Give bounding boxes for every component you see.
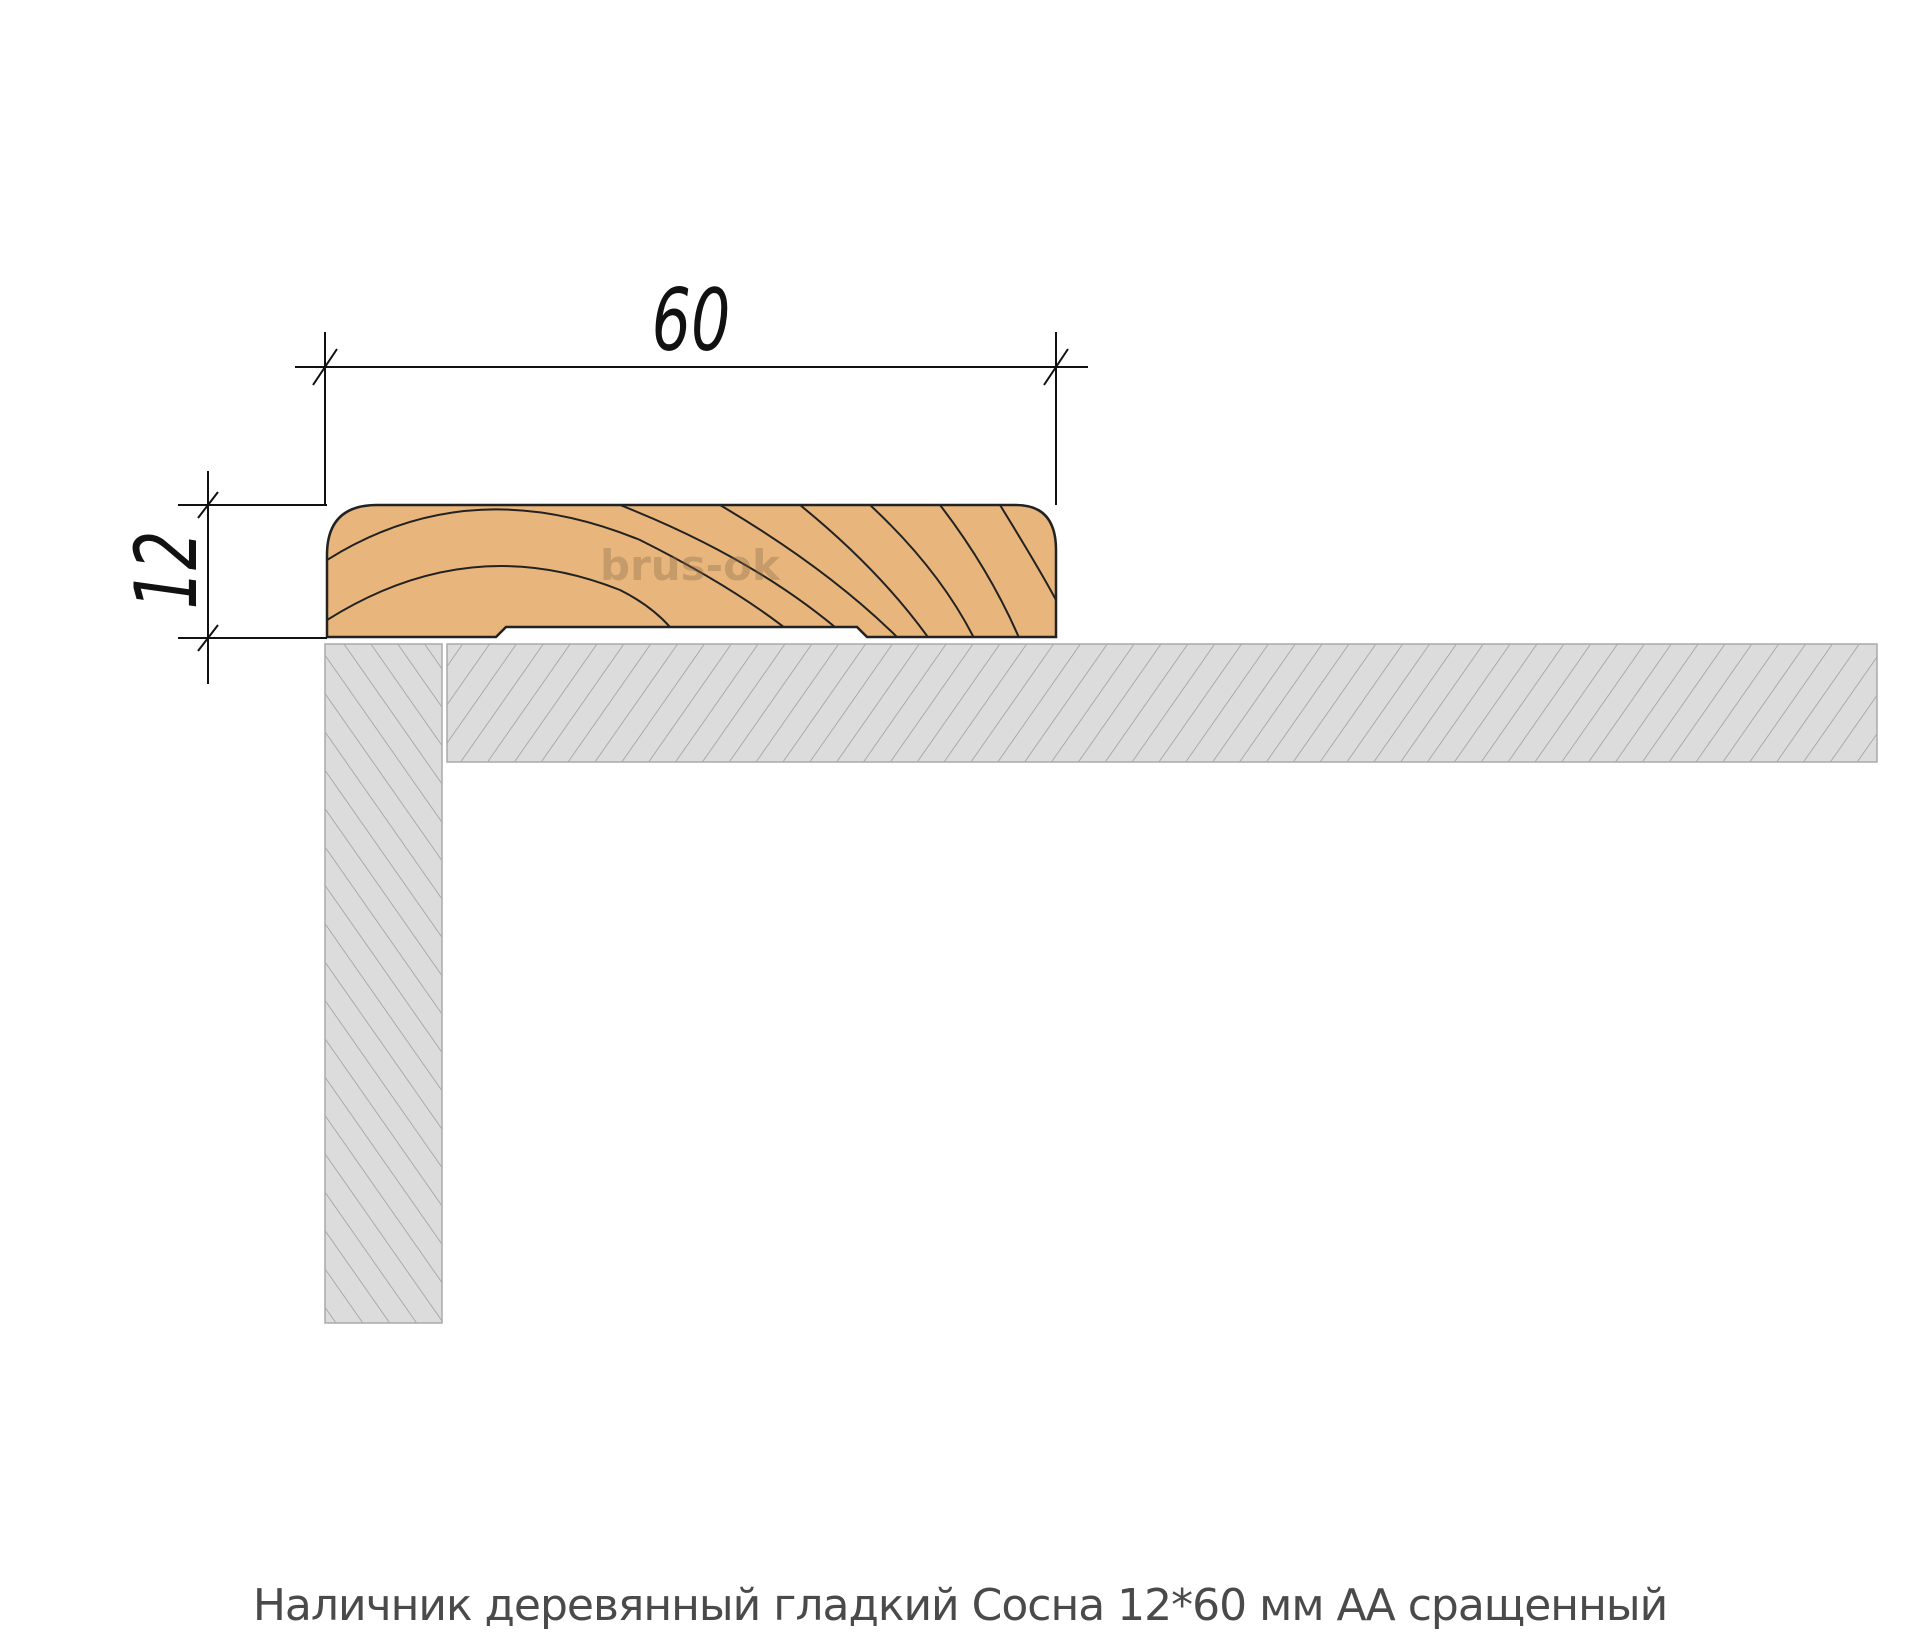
grain-line bbox=[869, 505, 976, 637]
product-caption: Наличник деревянный гладкий Сосна 12*60 … bbox=[252, 1580, 1668, 1631]
thickness-dimension-label: 12 bbox=[118, 531, 217, 610]
thickness-dimension bbox=[178, 471, 327, 684]
grain-line bbox=[799, 505, 931, 637]
grain-line bbox=[939, 505, 1021, 637]
grain-line bbox=[719, 505, 901, 637]
width-dimension bbox=[295, 332, 1088, 505]
grain-line bbox=[327, 508, 801, 637]
grain-line bbox=[327, 565, 681, 637]
watermark-logo: brus-ok bbox=[600, 541, 781, 590]
wall-vertical-section bbox=[324, 643, 443, 1324]
casing-profile: brus-ok bbox=[325, 503, 1058, 639]
svg-text:brus-ok: brus-ok bbox=[600, 541, 781, 590]
grain-line bbox=[619, 505, 851, 637]
grain-line bbox=[999, 505, 1056, 601]
frame-horizontal-section bbox=[446, 643, 1878, 763]
width-dimension-label: 60 bbox=[652, 272, 731, 371]
